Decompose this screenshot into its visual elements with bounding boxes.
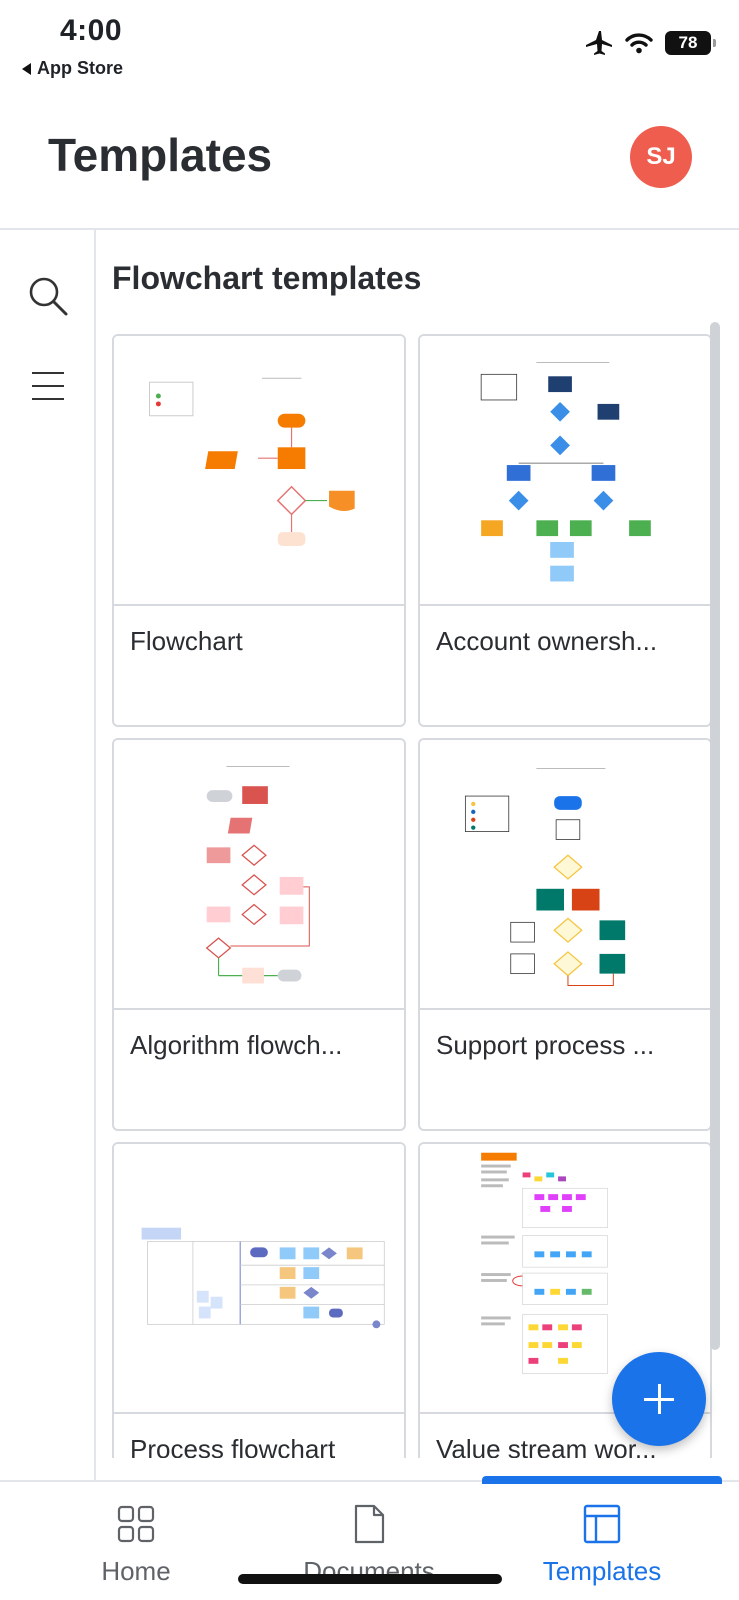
- template-name: Support process ...: [436, 1030, 655, 1060]
- template-name: Flowchart: [130, 626, 243, 656]
- template-name: Process flowchart: [130, 1434, 336, 1458]
- template-card-support-process[interactable]: Support process ...: [418, 738, 712, 1131]
- template-thumbnail: [114, 336, 404, 606]
- templates-content: Flowchart templates: [96, 230, 739, 1458]
- avatar[interactable]: SJ: [630, 126, 692, 188]
- status-time: 4:00: [60, 14, 123, 47]
- template-thumbnail: [114, 740, 404, 1010]
- nav-home-label: Home: [101, 1556, 171, 1586]
- wifi-icon: [625, 33, 653, 54]
- templates-icon: [583, 1504, 621, 1544]
- template-card-process-flowchart[interactable]: Process flowchart: [112, 1142, 406, 1458]
- search-icon[interactable]: [26, 274, 70, 318]
- template-card-flowchart[interactable]: Flowchart: [112, 334, 406, 727]
- menu-icon[interactable]: [32, 372, 64, 400]
- template-card-algorithm-flowchart[interactable]: Algorithm flowch...: [112, 738, 406, 1131]
- back-to-app-store[interactable]: App Store: [22, 58, 123, 79]
- document-icon: [354, 1504, 385, 1544]
- avatar-initials: SJ: [646, 143, 676, 170]
- template-card-account-ownership[interactable]: Account ownersh...: [418, 334, 712, 727]
- template-thumbnail: [114, 1144, 404, 1414]
- airplane-icon: [586, 31, 612, 55]
- status-icons: 78: [585, 30, 716, 56]
- battery-icon: 78: [665, 31, 716, 55]
- back-triangle-icon: [22, 62, 31, 75]
- nav-templates-label: Templates: [542, 1556, 662, 1586]
- scrollbar[interactable]: [710, 322, 720, 1350]
- home-indicator: [238, 1574, 502, 1584]
- page-title: Templates: [48, 129, 273, 181]
- template-name: Account ownersh...: [436, 626, 658, 656]
- active-tab-indicator: [482, 1476, 722, 1484]
- template-thumbnail: [420, 336, 710, 606]
- status-bar: 4:00 App Store 78: [0, 0, 739, 90]
- side-rail: [0, 230, 96, 1480]
- template-thumbnail: [420, 740, 710, 1010]
- back-label: App Store: [37, 58, 124, 78]
- template-name: Algorithm flowch...: [130, 1030, 343, 1060]
- battery-level: 78: [678, 33, 698, 52]
- page-header: Templates SJ: [0, 90, 739, 230]
- nav-home[interactable]: Home: [16, 1482, 256, 1600]
- section-title: Flowchart templates: [112, 260, 422, 296]
- create-button[interactable]: [612, 1352, 706, 1446]
- nav-templates[interactable]: Templates: [482, 1476, 722, 1600]
- home-grid-icon: [117, 1505, 155, 1543]
